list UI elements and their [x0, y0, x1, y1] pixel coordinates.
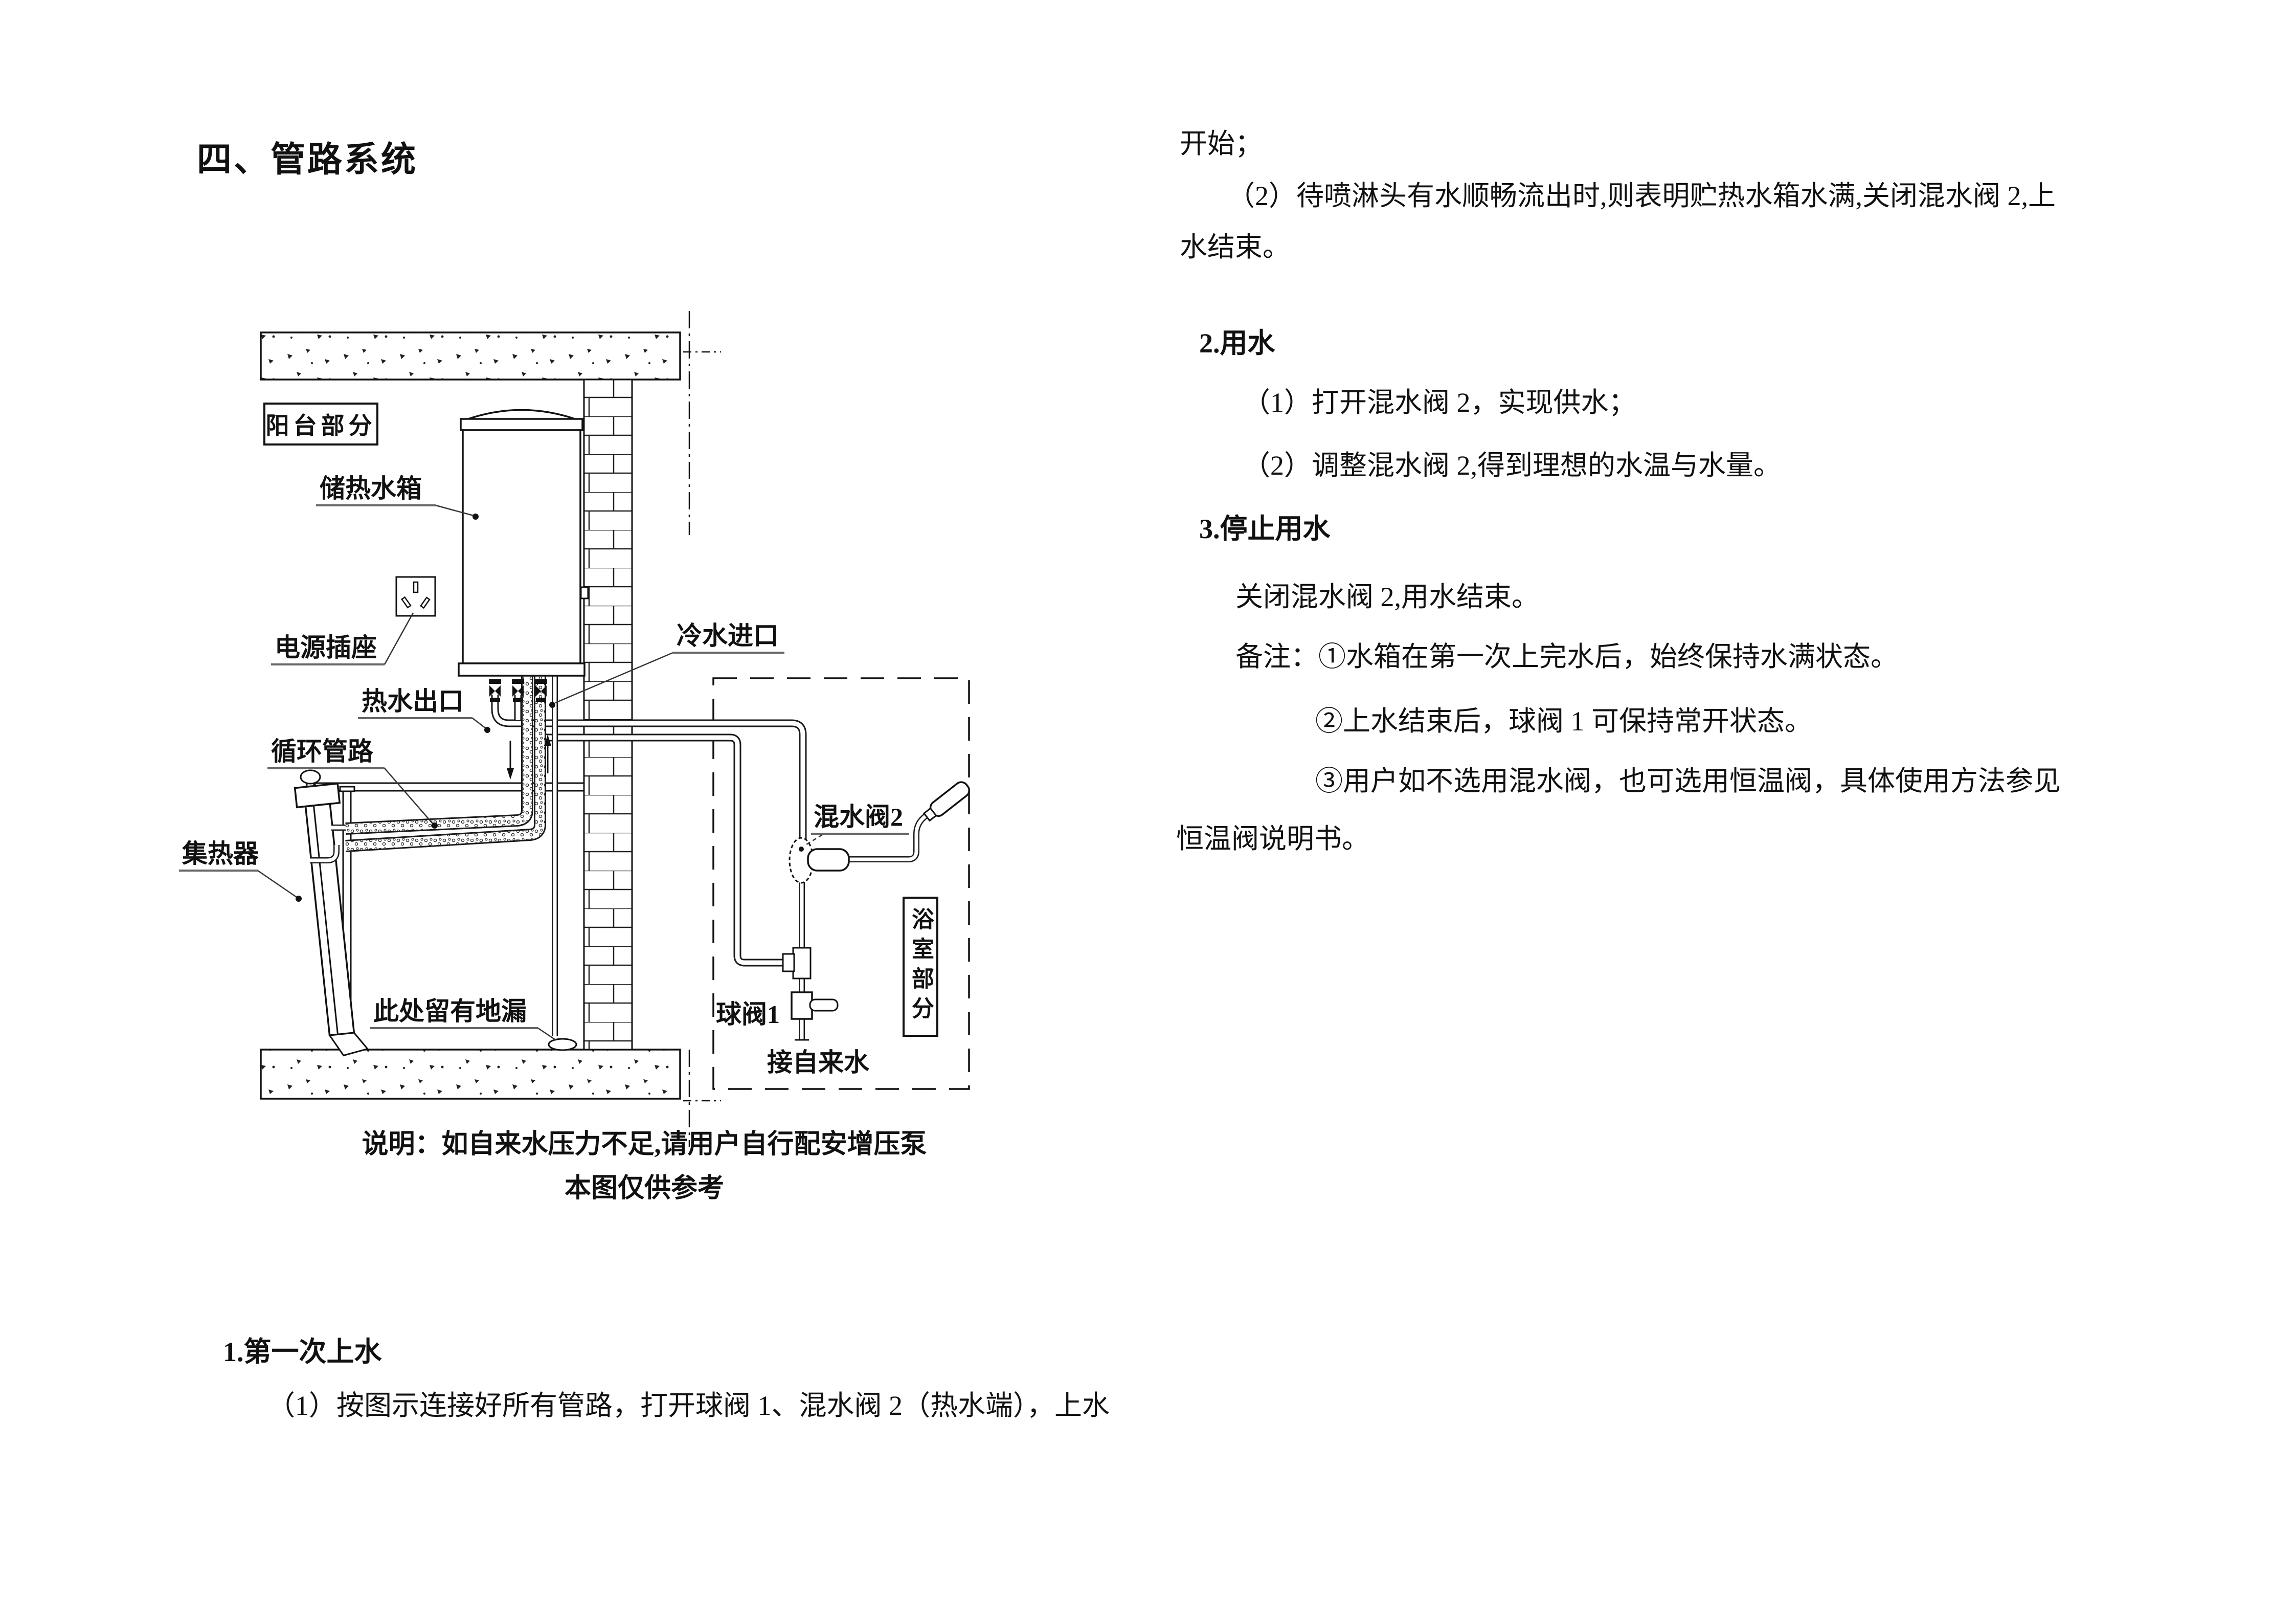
wall-bracket — [580, 586, 589, 599]
label-tap-water: 接自来水 — [767, 1048, 870, 1077]
storage-tank — [458, 409, 589, 677]
floor-drain — [548, 1038, 577, 1051]
label-ball-valve: 球阀1 — [716, 1000, 780, 1029]
balcony-section-box: 阳台部分 — [263, 403, 378, 446]
shower-hose — [844, 807, 938, 862]
tank-fittings — [489, 679, 547, 702]
circulation-pipe-return — [345, 676, 546, 852]
paragraph-line: ③用户如不选用混水阀，也可选用恒温阀，具体使用方法参见 — [1315, 766, 2061, 796]
svg-text:此处留有地漏: 此处留有地漏 — [373, 997, 527, 1026]
paragraph-line: （2）待喷淋头有水顺畅流出时,则表明贮热水箱水满,关闭混水阀 2,上 — [1227, 181, 2056, 211]
shower-head — [922, 781, 971, 822]
label-circulation: 循环管路 — [267, 737, 438, 829]
label-floor-drain: 此处留有地漏 — [370, 997, 557, 1041]
svg-text:电源插座: 电源插座 — [275, 633, 377, 662]
piping-diagram: 储热水箱 电源插座 冷水进口 热水出口 循环管路 — [179, 311, 971, 1147]
label-hot-outlet: 热水出口 — [358, 687, 490, 733]
svg-text:集热器: 集热器 — [182, 839, 259, 868]
section1-item1: （1）按图示连接好所有管路，打开球阀 1、混水阀 2（热水端），上水 — [267, 1390, 1110, 1421]
mixing-valve — [789, 837, 850, 884]
paragraph-line: 关闭混水阀 2,用水结束。 — [1235, 582, 1539, 612]
bathroom-boundary — [712, 677, 970, 1090]
diagram-notes: 说明：如自来水压力不足,请用户自行配安增压泵 本图仅供参考 — [286, 1131, 1002, 1202]
paragraph-line: （1）打开混水阀 2，实现供水； — [1243, 387, 1636, 418]
paragraph-line: 开始； — [1180, 128, 1263, 159]
paragraph-line: 水结束。 — [1180, 232, 1290, 262]
collector-connector-pipes — [310, 825, 347, 863]
brick-wall — [583, 379, 633, 1051]
paragraph-line: ②上水结束后，球阀 1 可保持常开状态。 — [1315, 706, 1812, 737]
paragraph-line: 恒温阀说明书。 — [1176, 824, 1369, 854]
circulation-pipe-supply — [345, 676, 533, 835]
cold-water-pipe — [537, 695, 784, 967]
page-title: 四、管路系统 — [197, 140, 418, 179]
tee-fitting — [782, 947, 812, 980]
ceiling-slab — [260, 331, 681, 381]
svg-text:循环管路: 循环管路 — [271, 737, 374, 766]
svg-text:冷水进口: 冷水进口 — [677, 621, 779, 650]
floor-slab — [260, 1049, 681, 1100]
section2-heading: 2.用水 — [1199, 328, 1275, 359]
svg-text:混水阀2: 混水阀2 — [814, 803, 903, 831]
svg-text:储热水箱: 储热水箱 — [320, 474, 422, 503]
paragraph-line: （2）调整混水阀 2,得到理想的水温与水量。 — [1243, 450, 1781, 481]
label-cold-inlet: 冷水进口 — [549, 621, 784, 708]
power-outlet — [395, 576, 436, 617]
flow-arrow-up — [544, 735, 551, 773]
label-collector: 集热器 — [179, 839, 302, 902]
note-line2: 本图仅供参考 — [564, 1174, 724, 1203]
section3-heading: 3.停止用水 — [1199, 514, 1331, 544]
flow-arrow-down — [507, 741, 514, 780]
paragraph-line: 备注：①水箱在第一次上完水后，始终保持水满状态。 — [1235, 641, 1898, 672]
label-mixing-valve: 混水阀2 — [803, 803, 909, 847]
label-outlet: 电源插座 — [271, 612, 414, 665]
note-line1: 说明：如自来水压力不足,请用户自行配安增压泵 — [362, 1130, 927, 1159]
hot-water-pipe — [491, 695, 807, 843]
ball-valve — [791, 991, 839, 1020]
bathroom-section-box: 浴室部分 — [903, 897, 938, 1037]
svg-text:热水出口: 热水出口 — [362, 687, 464, 716]
section1-heading: 1.第一次上水 — [223, 1337, 382, 1367]
label-tank: 储热水箱 — [316, 474, 479, 520]
